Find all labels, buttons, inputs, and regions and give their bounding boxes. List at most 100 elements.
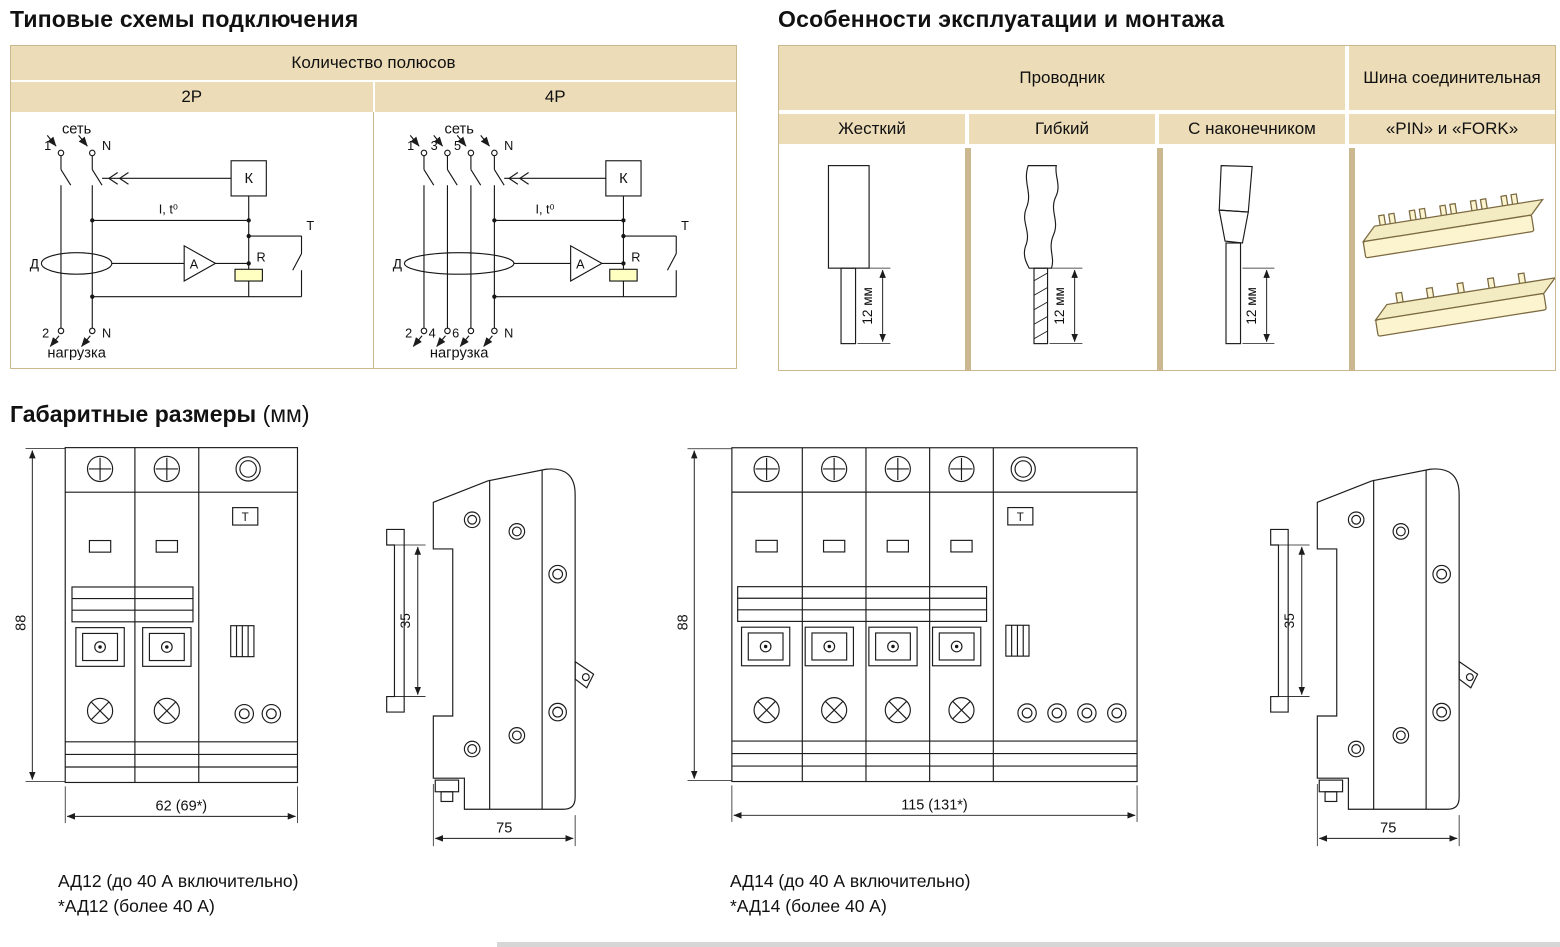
ad14-captions: АД14 (до 40 А включительно) *АД14 (более… [730,869,970,920]
strip-length-label: 12 мм [1244,287,1259,324]
dimensions-units: (мм) [262,401,310,427]
col-2p-header: 2Р [11,82,373,112]
ad14-front-outline [731,447,1138,783]
terminal-2: 2 [405,326,412,341]
scheme-2p-cell: сеть 1 N К I, t⁰ Д А R Т 2 N нагрузка [11,112,373,368]
dimensions-title: Габаритные размеры (мм) [10,401,1560,428]
schemes-title: Типовые схемы подключения [10,6,359,32]
conductor-header: Проводник [779,46,1345,110]
resistor-r: R [631,249,640,264]
circuit-2p-lines [40,134,303,347]
terminal-1: 1 [44,138,51,153]
resistor-r: R [257,249,266,264]
flexible-wire-cell: 12 мм [971,148,1157,370]
net-label-4p: сеть [445,121,475,137]
dim-depth-ad14: 75 [1380,821,1396,837]
flexible-wire-figure: 12 мм [1023,165,1083,345]
dim-rail-ad12: 35 [398,613,413,628]
dim-height-ad14: 88 [676,614,692,630]
net-label-2p: сеть [62,121,92,137]
ad12-caption-note: *АД12 (более 40 А) [58,896,215,917]
dim-width-ad12: 62 (69*) [156,799,208,815]
bus-bars-figure [1361,193,1555,337]
poles-header: Количество полюсов [11,46,736,80]
ad14-side-figure: 35 75 [1226,436,1498,859]
bottom-edge-strip [497,942,1560,947]
circuit-4p-lines [403,134,677,347]
terminal-n-top: N [504,138,513,153]
col-ferrule: С наконечником [1159,114,1345,144]
captions-row: АД12 (до 40 А включительно) *АД12 (более… [0,869,1560,920]
circuit-2p-junctions [90,218,251,299]
test-switch-t: Т [681,218,689,233]
circuit-diagram-4p: сеть 1 3 5 N К I, t⁰ Д А R Т 2 4 [393,121,689,360]
load-label-2p: нагрузка [47,345,106,360]
amplifier-a: А [576,256,585,271]
terminal-3: 3 [431,138,438,153]
strip-length-label: 12 мм [860,287,875,324]
col-flexible: Гибкий [969,114,1155,144]
load-label-4p: нагрузка [430,345,489,360]
test-button-label: Т [242,511,249,524]
ad14-side-view: 35 75 [1270,468,1479,847]
ad12-caption-main: АД12 (до 40 А включительно) [58,871,299,891]
amplifier-a: А [190,256,199,271]
features-title: Особенности эксплуатации и монтажа [778,6,1225,32]
ad14-caption-main: АД14 (до 40 А включительно) [730,871,971,891]
terminal-n-bottom: N [102,326,111,341]
circuit-diagram-2p: сеть 1 N К I, t⁰ Д А R Т 2 N нагрузка [30,121,315,360]
poles-subheader-row: 2Р 4Р [11,80,736,112]
dim-depth-ad12: 75 [496,821,512,837]
ferrule-wire-figure: 12 мм [1218,165,1275,345]
release-label: I, t⁰ [535,202,554,217]
ad14-caption-note: *АД14 (более 40 А) [730,896,887,917]
ferrule-wire-cell: 12 мм [1163,148,1349,370]
features-table: Проводник Шина соединительная Жесткий Ги… [778,45,1556,371]
ad12-captions: АД12 (до 40 А включительно) *АД12 (более… [58,869,678,920]
dim-rail-ad14: 35 [1282,613,1297,628]
scheme-4p-cell: сеть 1 3 5 N К I, t⁰ Д А R Т 2 4 [373,112,736,368]
bus-bars-group [1361,193,1555,337]
ad12-front-view: 88 62 (69*) [14,447,299,824]
rigid-wire-figure: 12 мм [827,165,891,345]
ad14-side-outline [1270,468,1479,810]
transformer-d: Д [393,256,402,271]
col-pin-fork: «PIN» и «FORK» [1349,114,1555,144]
terminal-4: 4 [429,326,436,341]
test-button-label: Т [1017,512,1024,524]
col-rigid: Жесткий [779,114,965,144]
terminal-5: 5 [454,138,461,153]
ad14-front-view: 88 115 (131*) [676,447,1138,823]
circuit-4p-junctions [492,218,626,299]
schemes-table: Количество полюсов 2Р 4Р [10,45,737,369]
dimensions-title-text: Габаритные размеры [10,401,257,427]
terminal-n-top: N [102,138,111,153]
terminal-6: 6 [452,326,459,341]
ad12-side-outline [386,468,595,810]
ad12-front-figure: 88 62 (69*) [12,436,312,857]
release-label: I, t⁰ [159,202,178,217]
strip-length-label: 12 мм [1052,287,1067,324]
col-4p-header: 4Р [372,82,736,112]
bus-bars-cell [1355,148,1555,370]
ad12-side-view: 35 75 [386,468,595,847]
trip-coil-k: К [244,171,253,187]
schemes-body: сеть 1 N К I, t⁰ Д А R Т 2 N нагрузка [11,112,736,368]
ad12-front-outline [64,447,299,784]
bus-header: Шина соединительная [1349,46,1555,110]
top-row: Типовые схемы подключения Количество пол… [0,0,1560,371]
rigid-wire-cell: 12 мм [779,148,965,370]
terminal-n-bottom: N [504,326,513,341]
trip-coil-k: К [619,171,628,187]
schemes-section: Типовые схемы подключения Количество пол… [10,6,737,371]
features-subheader-row: Жесткий Гибкий С наконечником «PIN» и «F… [779,114,1555,144]
ad12-side-figure: 35 75 [342,436,614,859]
transformer-d: Д [30,256,39,271]
terminal-1: 1 [407,138,414,153]
ad14-front-figure: 88 115 (131*) [674,436,1166,856]
features-section: Особенности эксплуатации и монтажа Прово… [778,6,1556,371]
features-body-row: 12 мм 12 мм [779,148,1555,370]
dim-height-ad12: 88 [14,615,30,631]
dimension-drawings: 88 62 (69*) [0,436,1560,859]
